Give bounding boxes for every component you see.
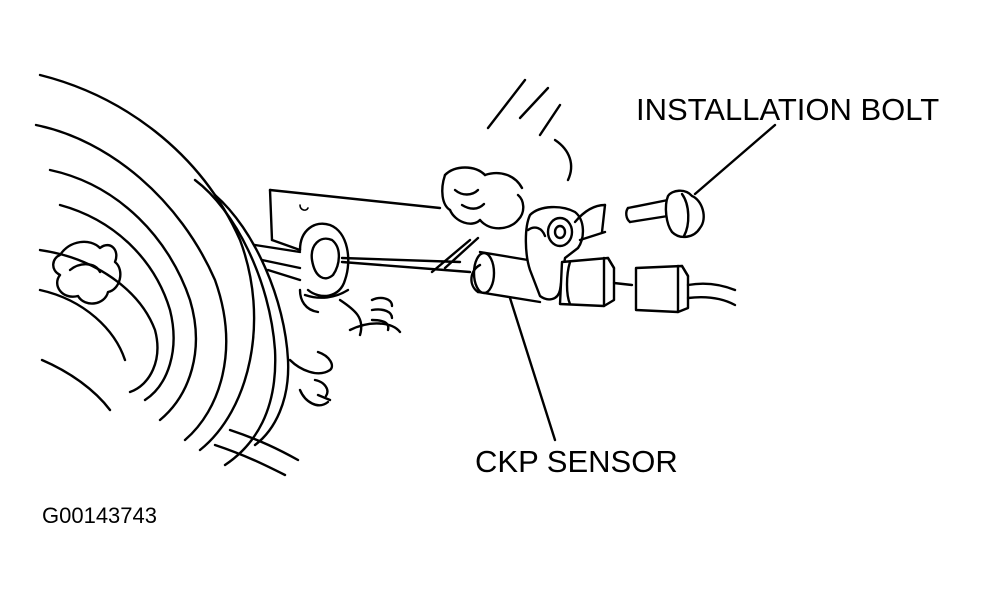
crankshaft-pulley bbox=[34, 73, 300, 477]
engine-bracket bbox=[253, 188, 480, 407]
ckp-sensor-leader bbox=[508, 296, 557, 442]
installation-bolt-leader bbox=[693, 123, 777, 196]
figure-id: G00143743 bbox=[42, 503, 157, 528]
installation-bolt bbox=[573, 189, 705, 242]
harness-connector bbox=[612, 264, 737, 314]
ckp-sensor-body bbox=[470, 205, 616, 308]
ckp-sensor-label: CKP SENSOR bbox=[475, 444, 678, 479]
sensor-mount-arm bbox=[441, 78, 573, 230]
installation-bolt-label: INSTALLATION BOLT bbox=[636, 92, 939, 127]
